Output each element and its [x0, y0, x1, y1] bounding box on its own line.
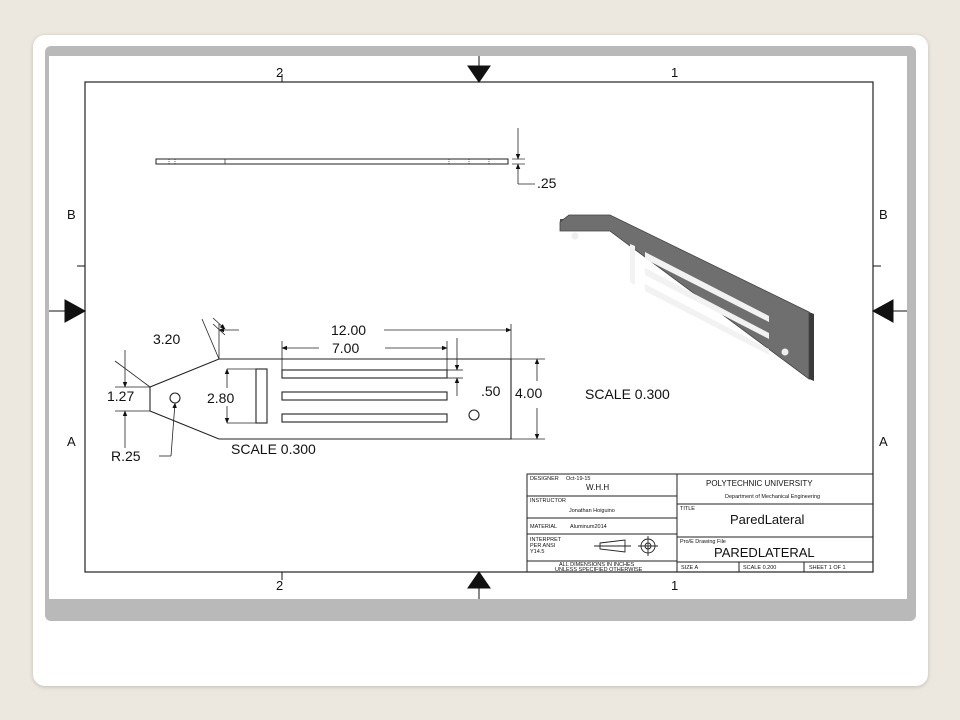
material-label: MATERIAL — [530, 524, 557, 530]
right-center-mark — [871, 299, 894, 323]
zone-label-top-right: 1 — [671, 65, 678, 80]
dim-end-width: 1.27 — [107, 388, 134, 404]
instructor-label: INSTRUCTOR — [530, 498, 566, 504]
slot-3 — [281, 413, 448, 423]
iso-vertical-slot — [630, 244, 635, 285]
zone-label-right-a: A — [879, 434, 888, 449]
vertical-slot — [255, 368, 268, 424]
iso-hole-left — [571, 232, 579, 240]
right-hole — [468, 409, 480, 421]
note-line1: ALL DIMENSIONS IN INCHES — [559, 562, 635, 568]
iso-hole-right — [781, 348, 789, 356]
sheet-number: SHEET 1 OF 1 — [809, 565, 846, 571]
instructor-name: Jonathan Hoiguino — [569, 508, 615, 514]
zone-label-bottom-left: 2 — [276, 578, 283, 593]
iso-slot-2 — [645, 268, 769, 339]
front-view — [149, 358, 512, 440]
drawing-sheet: 2 1 2 1 B A B A .25 — [49, 56, 907, 599]
iso-slot-1 — [645, 252, 769, 322]
centering-marks — [49, 56, 907, 599]
front-view-dimensions — [114, 317, 545, 457]
university-name: POLYTECHNIC UNIVERSITY — [706, 479, 813, 488]
isometric-view — [559, 214, 814, 381]
department-name: Department of Mechanical Engineering — [725, 494, 820, 500]
dim-thickness: .25 — [537, 175, 557, 191]
material-value: Aluminum2014 — [570, 524, 607, 530]
zone-label-bottom-right: 1 — [671, 578, 678, 593]
iso-view-scale: SCALE 0.300 — [585, 386, 670, 402]
zone-label-top-left: 2 — [276, 65, 283, 80]
top-center-mark — [467, 65, 491, 83]
title-block — [526, 473, 874, 573]
dim-height: 4.00 — [515, 385, 542, 401]
iso-plate — [559, 214, 810, 380]
projection-symbol — [594, 536, 658, 556]
zone-label-left-b: B — [67, 207, 76, 222]
dim-radius: R.25 — [111, 448, 141, 464]
title-label: TITLE — [680, 506, 695, 512]
dim-overall-length: 12.00 — [331, 322, 366, 338]
interpret-line1: INTERPRET — [530, 537, 562, 543]
file-label: Pro/E Drawing File — [680, 539, 726, 545]
slot-2 — [281, 391, 448, 401]
plate-outline — [149, 358, 512, 440]
front-view-scale: SCALE 0.300 — [231, 441, 316, 457]
iso-slot-3 — [645, 284, 769, 355]
designer-name: W.H.H — [586, 483, 609, 492]
sheet-size: SIZE A — [681, 565, 698, 571]
engineering-drawing: 2 1 2 1 B A B A .25 — [49, 56, 907, 599]
top-view — [155, 128, 535, 185]
designer-label: DESIGNER — [530, 476, 559, 482]
left-hole — [169, 392, 181, 404]
drawing-title: ParedLateral — [730, 512, 805, 527]
sheet-scale: SCALE 0.200 — [743, 565, 776, 571]
dim-slot-block: 2.80 — [207, 390, 234, 406]
note-line2: UNLESS SPECIFIED OTHERWISE — [555, 567, 643, 573]
slot-1 — [281, 369, 448, 379]
dim-slot-spacing: .50 — [481, 383, 501, 399]
zone-label-right-b: B — [879, 207, 888, 222]
dim-slot-length: 7.00 — [332, 340, 359, 356]
left-center-mark — [64, 299, 87, 323]
designer-date: Oct-19-15 — [566, 476, 590, 482]
interpret-line2: PER ANSI — [530, 543, 556, 549]
interpret-line3: Y14.5 — [530, 549, 544, 555]
bottom-center-mark — [467, 571, 491, 589]
zone-label-left-a: A — [67, 434, 76, 449]
file-name: PAREDLATERAL — [714, 545, 815, 560]
dim-chamfer: 3.20 — [153, 331, 180, 347]
